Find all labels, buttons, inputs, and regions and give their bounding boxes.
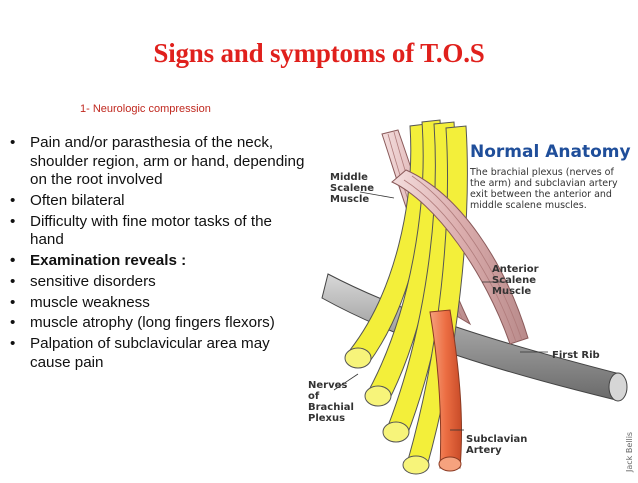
subclavian-artery-label: Artery <box>466 445 502 456</box>
anterior-scalene-shape <box>391 169 529 345</box>
bullet-list: Pain and/or parasthesia of the neck, sho… <box>8 134 308 375</box>
bullet-item: Pain and/or parasthesia of the neck, sho… <box>8 134 308 190</box>
bullet-item: Often bilateral <box>8 192 308 211</box>
nerves-label: Plexus <box>308 413 345 424</box>
anterior-scalene-label: Scalene <box>492 275 536 286</box>
subclavian-artery-shape <box>429 309 463 469</box>
first-rib-end <box>608 372 628 402</box>
bullet-item: sensitive disorders <box>8 273 308 292</box>
svg-text:Anterior Scalene: Anterior Scalene Muscle <box>492 264 542 297</box>
svg-text:The brachial plexus (nerves of: The brachial plexus (nerves of the arm) … <box>469 167 621 211</box>
bullet-item: Palpation of subclavicular area may caus… <box>8 335 308 372</box>
artist-credit: Jack Bellis <box>625 432 634 473</box>
anterior-scalene-label: Anterior <box>492 264 539 275</box>
anatomy-illustration: Normal Anatomy The brachial plexus (nerv… <box>308 119 634 475</box>
figure-caption-line: The brachial plexus (nerves of <box>469 167 614 178</box>
middle-scalene-label: Middle <box>330 172 368 183</box>
middle-scalene-label: Muscle <box>330 194 369 205</box>
bullet-item: muscle atrophy (long fingers flexors) <box>8 314 308 333</box>
svg-text:Subclavian Artery: Subclavian Artery <box>466 434 531 456</box>
anatomy-figure: Normal Anatomy The brachial plexus (nerv… <box>300 112 638 478</box>
slide-subtitle: 1- Neurologic compression <box>80 103 211 115</box>
figure-caption-line: exit between the anterior and <box>470 189 612 200</box>
nerves-label: Brachial <box>308 402 354 413</box>
first-rib-label: First Rib <box>552 350 600 361</box>
svg-text:Middle Scalene: Middle Scalene Muscle <box>330 172 377 205</box>
slide-title: Signs and symptoms of T.O.S <box>153 38 485 68</box>
svg-text:Nerves of Brac: Nerves of Brachial Plexus <box>308 380 357 424</box>
figure-caption-line: the arm) and subclavian artery <box>470 178 618 189</box>
bullet-item: muscle weakness <box>8 294 308 313</box>
figure-caption-line: middle scalene muscles. <box>470 200 587 211</box>
nerves-label: Nerves <box>308 380 347 391</box>
subclavian-artery-label: Subclavian <box>466 434 527 445</box>
nerves-label: of <box>308 391 320 402</box>
middle-scalene-label: Scalene <box>330 183 374 194</box>
figure-heading: Normal Anatomy <box>470 142 631 162</box>
bullet-item: Difficulty with fine motor tasks of the … <box>8 213 308 250</box>
bullet-item-bold: Examination reveals : <box>8 252 308 271</box>
anterior-scalene-label: Muscle <box>492 286 531 297</box>
